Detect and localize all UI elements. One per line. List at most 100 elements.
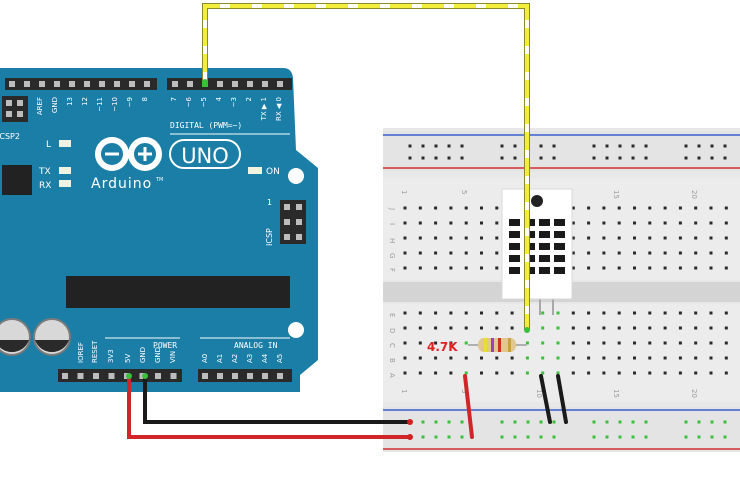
pin-label-gnd2: GND [154, 347, 162, 363]
header-pin [170, 373, 177, 379]
wire-stripe [525, 228, 529, 236]
breadboard-hole [541, 371, 545, 375]
rail-hole [552, 156, 556, 160]
breadboard-hole [464, 206, 468, 210]
breadboard-hole [709, 221, 713, 225]
breadboard-hole [724, 206, 728, 210]
breadboard-hole [663, 341, 667, 345]
breadboard-hole [480, 326, 483, 330]
column-number-1-lower: 1 [400, 389, 408, 393]
rail-hole [434, 435, 438, 439]
rail-hole [539, 144, 543, 148]
header-pin [9, 81, 15, 87]
breadboard-hole [403, 311, 407, 315]
breadboard-hole [403, 326, 407, 330]
breadboard-hole [510, 326, 514, 330]
wire-stripe [525, 124, 529, 132]
breadboard-hole [633, 251, 636, 255]
rail-hole [460, 420, 464, 424]
breadboard-hole [418, 341, 422, 345]
breadboard-hole [633, 236, 636, 240]
ground-wire [143, 376, 410, 424]
rail-hole [684, 156, 688, 160]
breadboard-hole [648, 356, 652, 360]
breadboard-hole [724, 341, 728, 345]
breadboard-hole [449, 341, 453, 345]
vent-slot [554, 243, 565, 250]
pin-label-12: 12 [81, 97, 89, 106]
rail-hole [447, 420, 451, 424]
breadboard-hole [495, 251, 499, 255]
rail-hole [526, 435, 530, 439]
power-pin-labels: IOREF RESET 3V3 5V GND GND VIN [77, 340, 177, 363]
top-power-rail [383, 131, 740, 171]
breadboard-hole [464, 356, 468, 360]
rail-hole [710, 435, 714, 439]
wire-end-dot [142, 373, 148, 379]
rail-hole [539, 420, 543, 424]
wire-stripe [525, 176, 529, 184]
breadboard-hole [571, 371, 575, 375]
breadboard-hole [480, 311, 483, 315]
rail-hole [434, 156, 438, 160]
breadboard-hole [480, 371, 483, 375]
breadboard-hole [495, 206, 499, 210]
breadboard-hole [434, 341, 438, 345]
breadboard-hole [480, 356, 483, 360]
breadboard-hole [434, 311, 438, 315]
wire-stripe [284, 4, 294, 8]
breadboard-hole [541, 356, 545, 360]
breadboard-hole [648, 326, 652, 330]
vent-slot [539, 267, 550, 274]
resistor-band-4 [508, 338, 511, 352]
header-pin [24, 81, 30, 87]
rail-hole [421, 156, 425, 160]
breadboard-hole [633, 341, 636, 345]
wire-stripe [525, 72, 529, 80]
breadboard-hole [403, 356, 407, 360]
wire-stripe [525, 254, 529, 262]
led-l-label: L [46, 140, 51, 150]
resistor-body [478, 338, 516, 352]
header-pin [69, 81, 75, 87]
wire-stripe [444, 4, 454, 8]
analog-pin-labels: A0 A1 A2 A3 A4 A5 [201, 353, 284, 363]
rail-hole [684, 144, 688, 148]
digital-header-pins [9, 81, 283, 87]
breadboard-hole [648, 206, 652, 210]
pin-label-a5: A5 [276, 354, 284, 363]
breadboard-hole [678, 326, 682, 330]
pin-label-3v3: 3V3 [107, 349, 115, 363]
pin-label-gnd: GND [51, 97, 59, 113]
sensor-mount-hole [531, 195, 543, 207]
breadboard-hole [648, 266, 652, 270]
bottom-header-pins [62, 373, 283, 379]
breadboard-hole [556, 356, 560, 360]
power-header [58, 369, 182, 382]
rail-hole [447, 156, 451, 160]
rail-hole [710, 156, 714, 160]
rail-hole [539, 156, 543, 160]
breadboard-hole [495, 221, 499, 225]
rail-hole [605, 435, 609, 439]
led-tx-label: TX [38, 167, 51, 177]
rail-hole [684, 420, 688, 424]
uno-model-label: UNO [181, 144, 229, 168]
resistor-band-2 [491, 338, 494, 352]
breadboard-hole [633, 266, 636, 270]
rail-hole [500, 420, 504, 424]
header-pin [99, 81, 105, 87]
breadboard-hole [724, 266, 728, 270]
breadboard-hole [587, 356, 591, 360]
breadboard-hole [480, 251, 483, 255]
breadboard-hole [510, 311, 514, 315]
breadboard-hole [449, 371, 453, 375]
rail-hole [513, 144, 517, 148]
rail-hole [460, 435, 464, 439]
pin-label-vin: VIN [169, 351, 177, 363]
rail-hole [723, 156, 727, 160]
breadboard-hole [663, 251, 667, 255]
pin-label-10: ~10 [111, 97, 119, 112]
uno-badge [169, 139, 241, 169]
breadboard-hole [556, 326, 560, 330]
